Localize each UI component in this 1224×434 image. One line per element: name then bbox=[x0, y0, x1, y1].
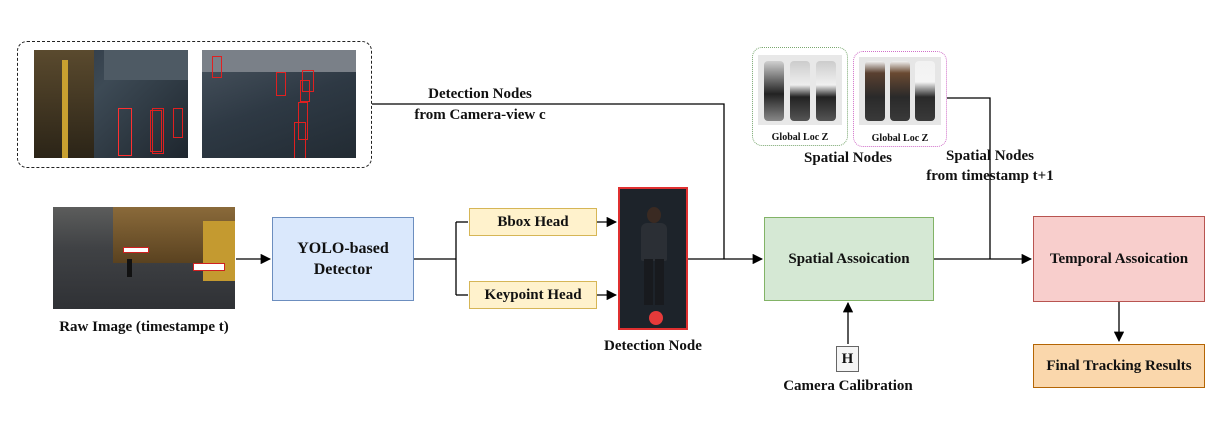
detection-node-label: Detection Node bbox=[604, 338, 702, 354]
spatial-association-label: Spatial Assoication bbox=[788, 250, 910, 267]
camera-views-group bbox=[17, 41, 372, 168]
calibration-h-node: H bbox=[836, 346, 859, 372]
yolo-detector-label: YOLO-based Detector bbox=[297, 240, 389, 278]
keypoint-head-node: Keypoint Head bbox=[469, 281, 597, 309]
camera-view-2-image bbox=[202, 50, 356, 158]
global-loc-label-1: Global Loc Z bbox=[771, 132, 829, 143]
detection-nodes-edge-label: Detection Nodes from Camera-view c bbox=[414, 86, 546, 123]
yolo-detector-node: YOLO-based Detector bbox=[272, 217, 414, 301]
final-tracking-results-node: Final Tracking Results bbox=[1033, 344, 1205, 388]
detection-node-image bbox=[618, 187, 688, 330]
temporal-association-label: Temporal Assoication bbox=[1049, 250, 1189, 267]
raw-image-label: Raw Image (timestampe t) bbox=[59, 319, 229, 335]
temporal-association-node: Temporal Assoication bbox=[1033, 216, 1205, 302]
spatial-nodes-group-1: Global Loc Z bbox=[752, 47, 848, 146]
camera-calibration-label: Camera Calibration bbox=[783, 378, 913, 394]
final-tracking-results-label: Final Tracking Results bbox=[1046, 357, 1192, 374]
global-loc-label-2: Global Loc Z bbox=[871, 133, 929, 144]
bbox-head-label: Bbox Head bbox=[497, 213, 569, 230]
spatial-association-node: Spatial Assoication bbox=[764, 217, 934, 301]
spatial-nodes-t1-edge-label: Spatial Nodes from timestamp t+1 bbox=[926, 148, 1054, 184]
spatial-nodes-label: Spatial Nodes bbox=[804, 150, 892, 166]
raw-image bbox=[53, 207, 235, 309]
keypoint-head-label: Keypoint Head bbox=[484, 286, 582, 303]
calibration-h-label: H bbox=[841, 350, 854, 367]
spatial-nodes-group-2: Global Loc Z bbox=[853, 51, 947, 147]
bbox-head-node: Bbox Head bbox=[469, 208, 597, 236]
camera-view-1-image bbox=[34, 50, 188, 158]
